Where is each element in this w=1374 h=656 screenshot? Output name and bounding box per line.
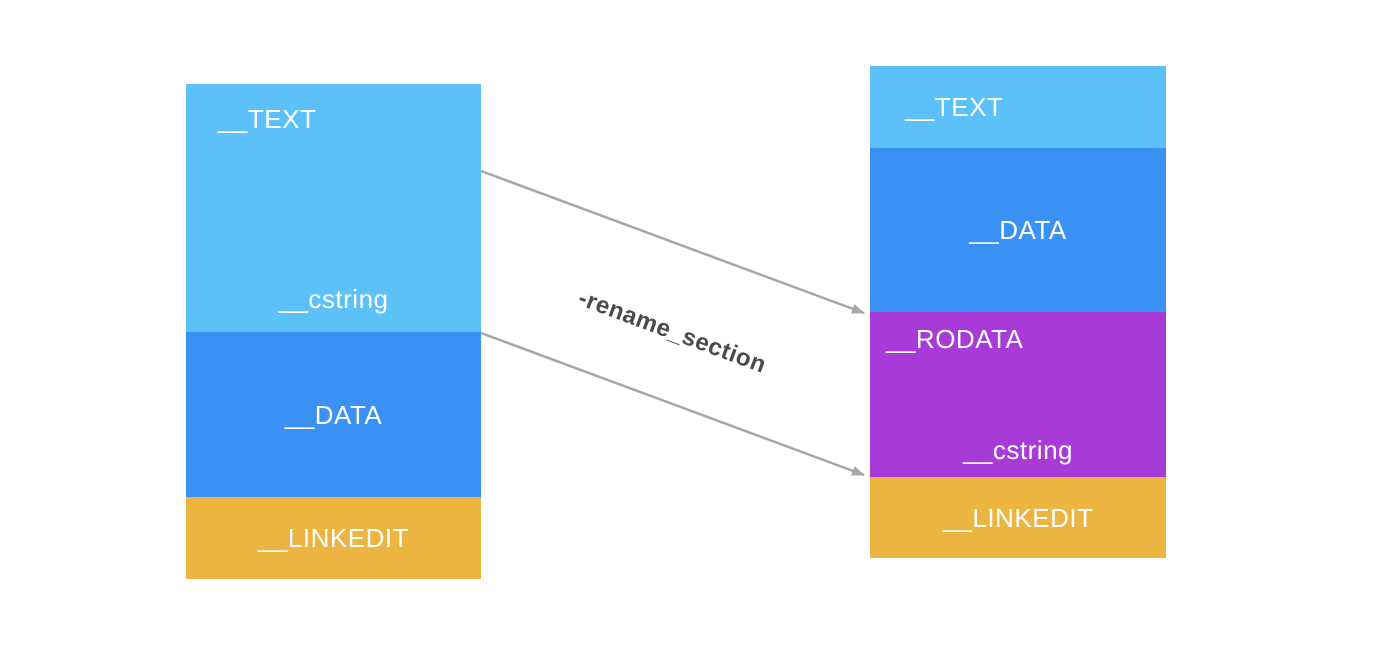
segment-text-label: __TEXT <box>218 104 317 134</box>
segment-data-label: __DATA <box>969 215 1067 245</box>
segment-linkedit-before: __LINKEDIT <box>186 497 481 579</box>
segment-data-label: __DATA <box>284 399 383 430</box>
segment-text-after: __TEXT <box>870 66 1166 148</box>
segment-rodata-after: __RODATA __cstring <box>870 312 1166 477</box>
section-cstring-label: __cstring <box>963 435 1073 465</box>
segment-text-label: __TEXT <box>905 92 1004 122</box>
segment-rodata-label: __RODATA <box>886 324 1024 354</box>
segments-column-after: __TEXT __DATA __RODATA __cstring __LINKE… <box>870 66 1166 558</box>
arrow-text-to-rodata <box>480 169 865 315</box>
segments-column-before: __TEXT __cstring __DATA __LINKEDIT <box>186 84 481 579</box>
section-cstring-label: __cstring <box>278 284 389 314</box>
segment-linkedit-after: __LINKEDIT <box>870 477 1166 558</box>
segment-linkedit-label: __LINKEDIT <box>942 502 1094 533</box>
arrow-cstring-to-linkedit <box>480 331 865 477</box>
segment-data-after: __DATA <box>870 148 1166 312</box>
segment-linkedit-label: __LINKEDIT <box>258 523 409 553</box>
rename-section-label: -rename_section <box>574 284 770 379</box>
segment-data-before: __DATA <box>186 332 481 497</box>
segment-text-before: __TEXT __cstring <box>186 84 481 332</box>
